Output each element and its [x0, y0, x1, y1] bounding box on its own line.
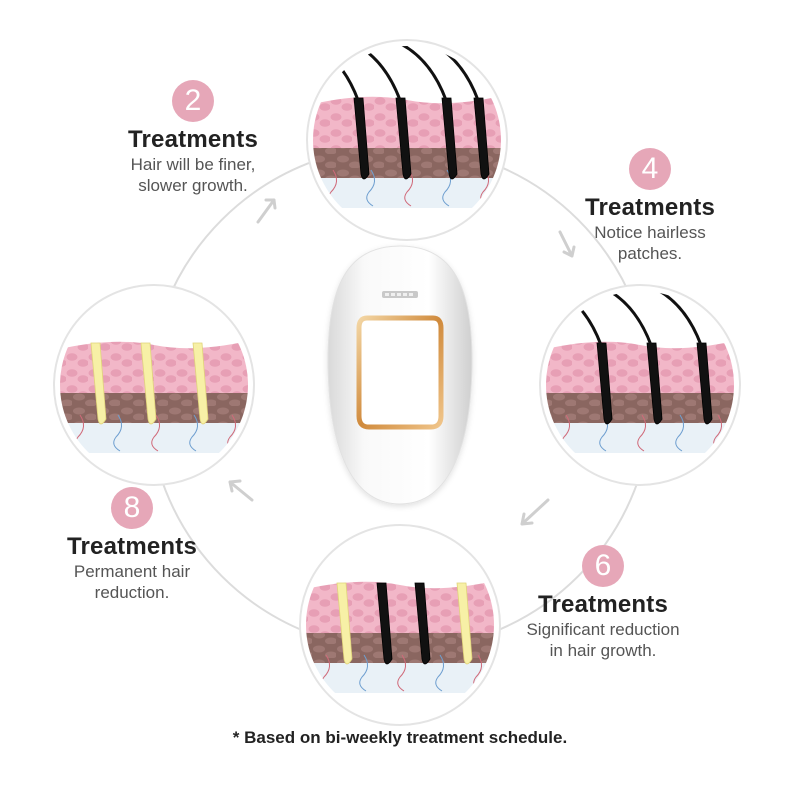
hair-follicle [646, 342, 663, 425]
step-description: Notice hairless patches. [594, 223, 706, 263]
hair-follicle [596, 342, 613, 425]
flash-window [356, 315, 444, 430]
step-description: Hair will be finer, slower growth. [130, 155, 256, 195]
hair-follicle [140, 342, 157, 425]
step-6-label: 6 Treatments Significant reduction in ha… [510, 545, 696, 661]
hair-follicle [473, 97, 490, 180]
hair-follicle [414, 582, 431, 665]
step-number-badge: 2 [172, 80, 214, 122]
skin-cross-section [539, 284, 741, 486]
hair-follicle [456, 582, 473, 665]
step-number-badge: 4 [629, 148, 671, 190]
step-title: Treatments [66, 533, 198, 560]
hair-follicle [336, 582, 353, 665]
hair-follicle [192, 342, 209, 425]
step-title: Treatments [584, 194, 716, 221]
step-number-badge: 8 [111, 487, 153, 529]
step-description: Permanent hair reduction. [73, 562, 191, 602]
step-description: Significant reduction in hair growth. [526, 620, 680, 660]
hair-follicle [395, 97, 412, 180]
hair-follicle [353, 97, 370, 180]
hair-follicle [376, 582, 393, 665]
skin-cross-section [53, 284, 255, 486]
step-4-label: 4 Treatments Notice hairless patches. [572, 148, 728, 264]
step-2-label: 2 Treatments Hair will be finer, slower … [108, 80, 278, 196]
step-number-badge: 6 [582, 545, 624, 587]
hair-follicle [696, 342, 713, 425]
step-title: Treatments [537, 591, 669, 618]
cycle-arrow-icon [520, 498, 550, 526]
cycle-arrow-icon [256, 198, 277, 224]
step-title: Treatments [127, 126, 259, 153]
schedule-footnote: * Based on bi-weekly treatment schedule. [232, 728, 568, 747]
hair-follicle [441, 97, 458, 180]
hair-follicle [90, 342, 107, 425]
cycle-arrow-icon [228, 479, 254, 502]
skin-cross-section [306, 39, 508, 241]
step-8-label: 8 Treatments Permanent hair reduction. [52, 487, 212, 603]
skin-cross-section [299, 524, 501, 726]
device-illustration [327, 245, 473, 505]
cycle-arrow-icon [558, 230, 576, 258]
